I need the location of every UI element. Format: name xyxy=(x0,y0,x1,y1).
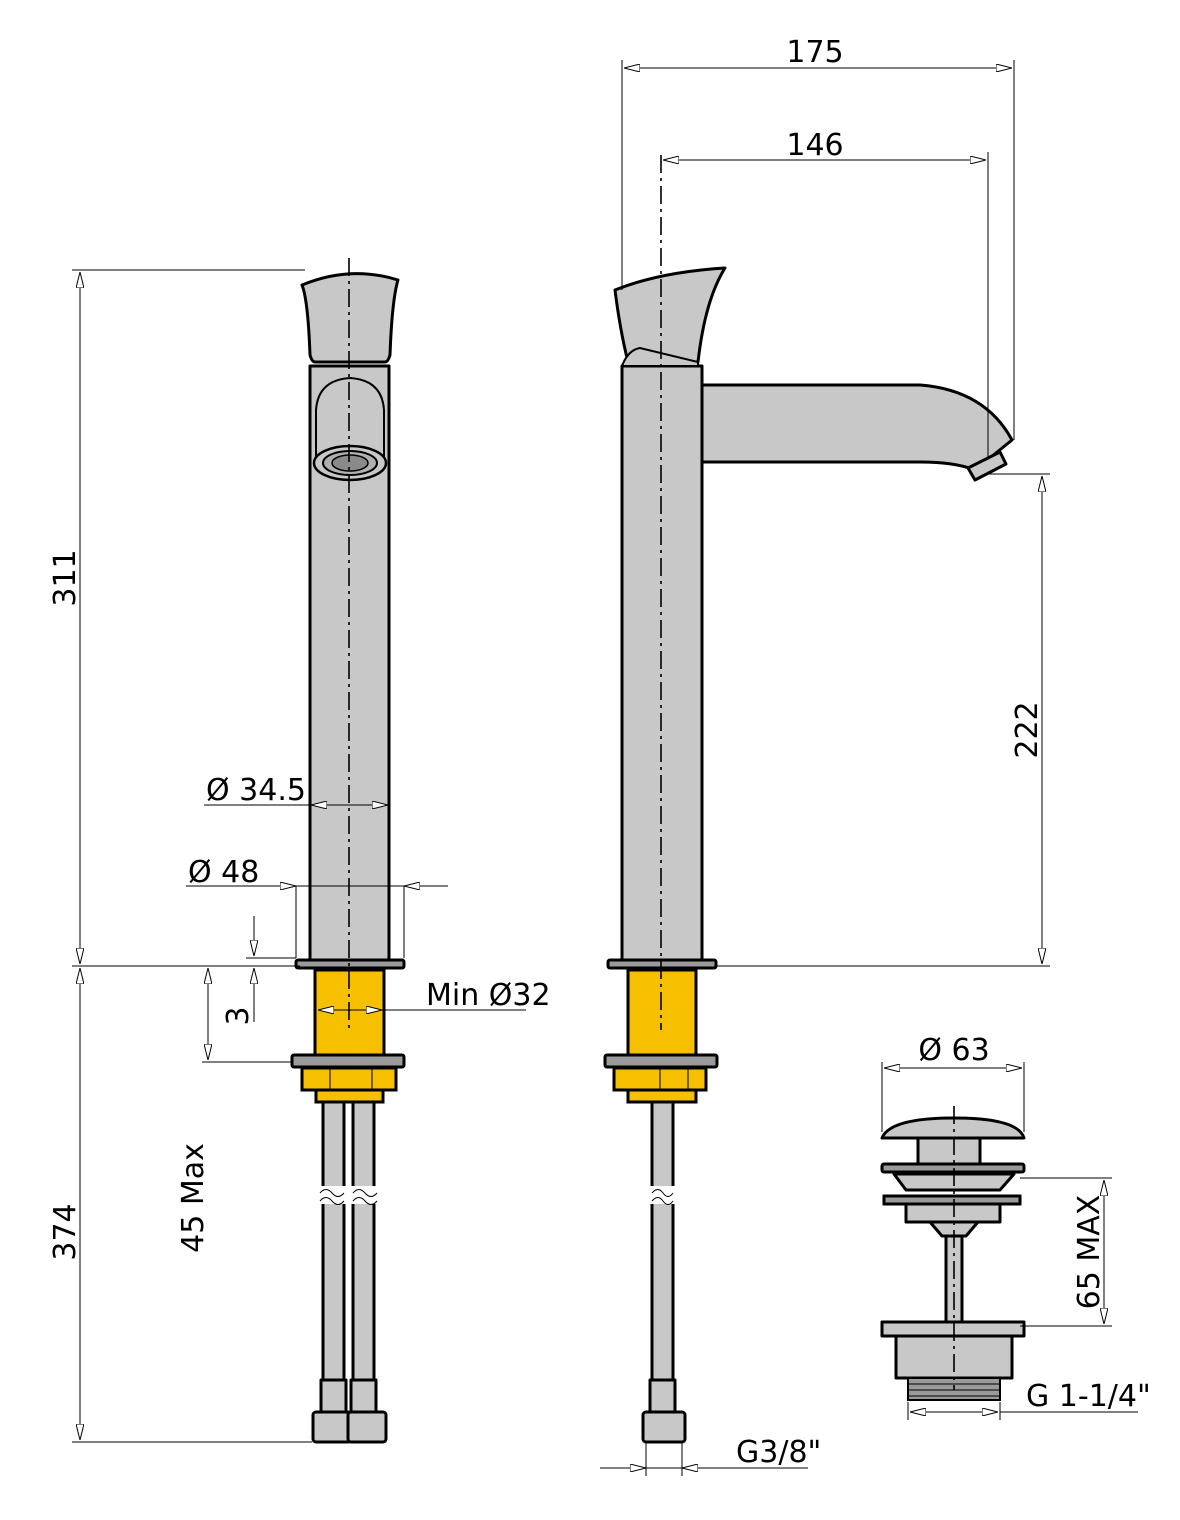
dim-diameter-48: Ø 48 xyxy=(188,855,259,890)
waste-dimensions: Ø 63 65 MAX G 1-1/4" xyxy=(881,1033,1151,1420)
front-handle xyxy=(300,272,400,364)
front-hose-end-left xyxy=(319,1378,348,1414)
front-nut-lower xyxy=(314,1088,385,1104)
front-view xyxy=(290,258,406,1444)
front-nut xyxy=(300,1066,398,1092)
dim-3: 3 xyxy=(221,1006,256,1025)
front-washer xyxy=(290,1053,406,1069)
waste-cone xyxy=(928,1220,980,1238)
front-hose-right xyxy=(351,1100,376,1384)
dim-waste-max: 65 MAX xyxy=(1072,1195,1107,1310)
dim-222: 222 xyxy=(1010,701,1045,758)
dim-45-max: 45 Max xyxy=(176,1143,211,1253)
side-hose xyxy=(650,1100,675,1384)
front-aerator-recess xyxy=(315,376,385,460)
side-body xyxy=(620,364,704,962)
side-brass-seat xyxy=(626,968,698,1058)
dim-min-diameter-32: Min Ø32 xyxy=(426,978,551,1013)
side-spout xyxy=(673,383,1014,472)
dim-146: 146 xyxy=(786,128,843,163)
side-hose-end xyxy=(648,1378,677,1414)
front-fitting-left xyxy=(311,1410,353,1444)
waste-flange xyxy=(880,1162,1026,1174)
side-dimensions: 175 146 222 G3/8" xyxy=(600,35,1050,1476)
waste-cap xyxy=(880,1116,1026,1140)
dim-374: 374 xyxy=(48,1203,83,1260)
dim-311: 311 xyxy=(48,549,83,606)
front-aerator-inner xyxy=(331,454,369,472)
side-washer xyxy=(603,1053,719,1069)
front-base-ring xyxy=(294,958,406,970)
front-fitting-right xyxy=(346,1410,388,1444)
front-dimensions: 311 374 45 Max 3 Ø 34.5 Ø 48 Min Ø32 xyxy=(48,269,551,1443)
side-aerator xyxy=(966,450,1008,482)
dim-hose-thread: G3/8" xyxy=(736,1435,821,1470)
dim-diameter-34-5: Ø 34.5 xyxy=(206,773,306,808)
side-handle-base xyxy=(620,346,699,367)
dim-waste-thread: G 1-1/4" xyxy=(1026,1379,1151,1414)
waste-lower-flange xyxy=(880,1320,1026,1338)
side-fitting xyxy=(641,1410,687,1444)
waste-view xyxy=(880,1106,1026,1401)
front-hose-left xyxy=(321,1100,346,1384)
dim-waste-diameter: Ø 63 xyxy=(918,1033,989,1068)
waste-collar xyxy=(904,1202,1002,1224)
side-base-ring xyxy=(606,958,718,970)
waste-cap-stem xyxy=(916,1136,982,1166)
side-handle xyxy=(613,266,727,364)
front-hose-end-right xyxy=(349,1378,378,1414)
side-view xyxy=(603,155,1014,1444)
dim-175: 175 xyxy=(786,35,843,70)
side-nut-lower xyxy=(626,1088,698,1104)
